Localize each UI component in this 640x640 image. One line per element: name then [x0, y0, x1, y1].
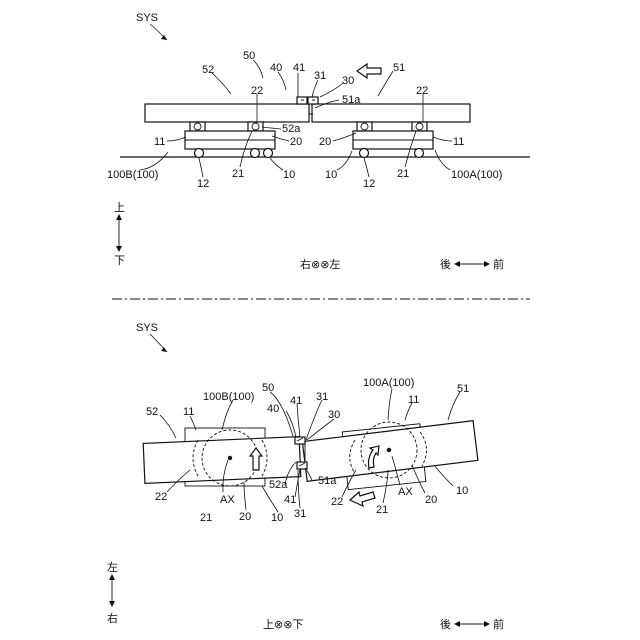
svg-text:左: 左 [107, 561, 118, 574]
label-51-plan: 51 [457, 383, 469, 395]
label-31: 31 [314, 70, 326, 82]
system-label-bottom: SYS [136, 322, 158, 334]
label-10-left: 10 [283, 169, 295, 181]
label-30-plan: 30 [328, 409, 340, 421]
bearings-left [190, 122, 263, 131]
top-view: SYS [107, 12, 530, 271]
label-40: 40 [270, 62, 282, 74]
label-12-right: 12 [363, 178, 375, 190]
label-12-left: 12 [197, 178, 209, 190]
wheels-100A [360, 149, 424, 158]
label-52a: 52a [282, 123, 301, 135]
direction-arrow [357, 64, 381, 78]
axis-depth-top: 右⊗⊗左 [300, 257, 340, 271]
label-AX-left: AX [220, 494, 235, 506]
label-21-right-plan: 21 [376, 504, 388, 516]
label-51a: 51a [342, 94, 361, 106]
label-21-left: 21 [232, 168, 244, 180]
label-11-right-plan: 11 [408, 394, 419, 406]
label-21-left-plan: 21 [200, 512, 212, 524]
label-40-plan: 40 [267, 403, 279, 415]
coupler-31-plan [297, 462, 307, 469]
svg-text:右: 右 [107, 611, 118, 625]
label-100B: 100B(100) [107, 169, 158, 181]
label-20-left-plan: 20 [239, 511, 251, 523]
axis-longitudinal-bottom: 後 前 [440, 617, 504, 631]
coupler-41 [297, 97, 307, 104]
vehicle-body-52 [145, 104, 309, 122]
system-label: SYS [136, 12, 158, 24]
label-100B-plan: 100B(100) [203, 391, 254, 403]
label-22-right: 22 [416, 85, 428, 97]
label-52a-plan: 52a [269, 479, 288, 491]
svg-text:後: 後 [440, 617, 451, 631]
axis-point-left [228, 456, 232, 460]
label-21-right: 21 [397, 168, 409, 180]
label-41: 41 [293, 62, 305, 74]
coupler-41-plan [295, 437, 305, 444]
label-52: 52 [202, 64, 214, 76]
direction-arrow-plan [350, 492, 375, 506]
label-31-bottom-plan: 31 [294, 508, 306, 520]
label-51: 51 [393, 62, 405, 74]
label-50-plan: 50 [262, 382, 274, 394]
label-10-right: 10 [325, 169, 337, 181]
axis-point-right [387, 448, 391, 452]
label-11-left: 11 [154, 136, 165, 148]
label-51a-plan: 51a [318, 475, 337, 487]
label-AX-right: AX [398, 486, 413, 498]
svg-text:前: 前 [493, 617, 504, 631]
label-30: 30 [342, 75, 354, 87]
label-20-right: 20 [319, 136, 331, 148]
axis-depth-bottom: 上⊗⊗下 [263, 618, 303, 631]
label-10-left-plan: 10 [271, 512, 283, 524]
label-11-right: 11 [453, 136, 464, 148]
label-22-right-plan: 22 [331, 496, 343, 508]
svg-text:上: 上 [114, 201, 125, 214]
label-20-right-plan: 20 [425, 494, 437, 506]
label-22-left: 22 [251, 85, 263, 97]
label-100A-plan: 100A(100) [363, 377, 414, 389]
label-31-top-plan: 31 [316, 391, 328, 403]
coupler-31 [308, 97, 318, 104]
axis-longitudinal-top: 後 前 [440, 257, 504, 271]
label-20-left: 20 [290, 136, 302, 148]
bearings-right [357, 122, 427, 131]
svg-text:後: 後 [440, 257, 451, 271]
label-50: 50 [243, 50, 255, 62]
label-100A: 100A(100) [451, 169, 502, 181]
label-41-bottom-plan: 41 [284, 494, 296, 506]
label-52-plan: 52 [146, 406, 158, 418]
svg-text:前: 前 [493, 257, 504, 271]
axis-vertical-bottom: 左 右 [107, 561, 118, 625]
svg-text:下: 下 [114, 255, 125, 267]
vehicle-body-51 [312, 104, 470, 122]
label-10-right-plan: 10 [456, 485, 468, 497]
bottom-view: SYS [107, 322, 504, 631]
wheels-100B [195, 149, 273, 158]
vehicle-body-52-plan [143, 437, 301, 484]
label-11-left-plan: 11 [183, 406, 194, 418]
label-41-top-plan: 41 [290, 395, 302, 407]
label-22-left-plan: 22 [155, 491, 167, 503]
axis-vertical-top: 上 下 [114, 201, 125, 267]
